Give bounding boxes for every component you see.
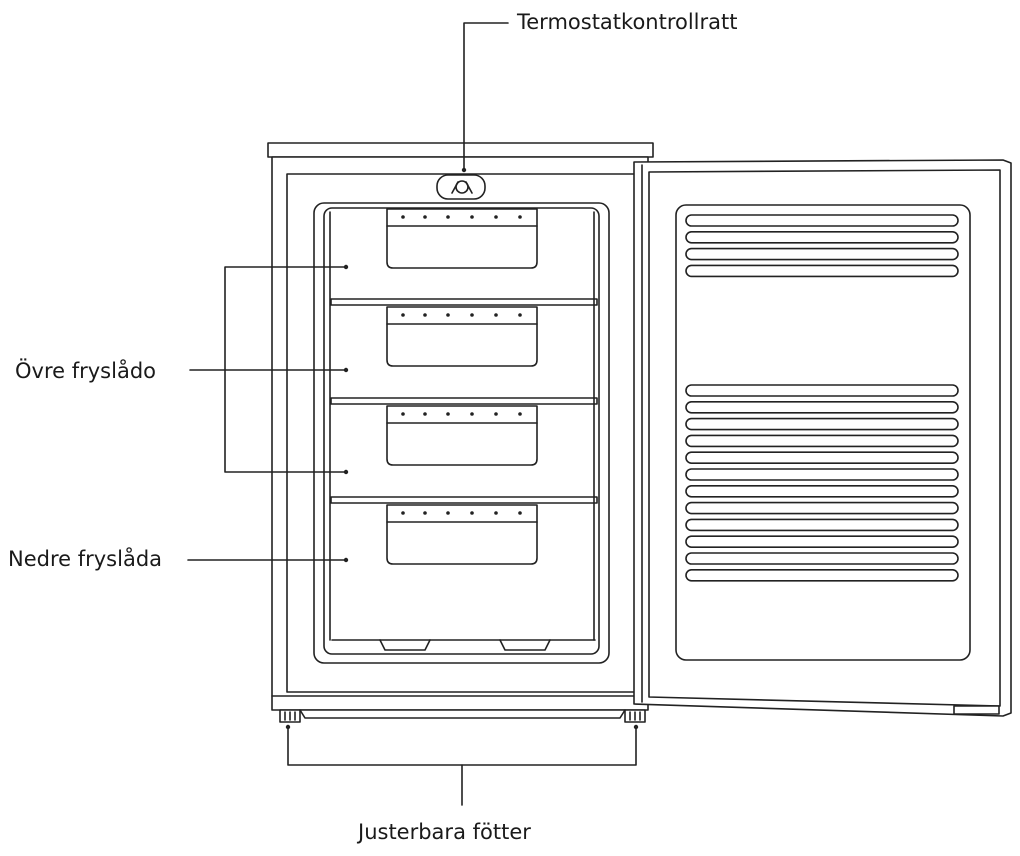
coil-tube-bottom-9 xyxy=(685,518,959,532)
coil-tube-bottom-8 xyxy=(685,501,959,515)
label-lower-freezer-drawer: Nedre fryslåda xyxy=(8,547,163,571)
upper-drawer-2 xyxy=(386,306,538,367)
callout-feet xyxy=(285,724,639,806)
coil-tube-top-2 xyxy=(685,231,959,244)
coil-tube-bottom-12 xyxy=(685,568,959,582)
label-upper-freezer-drawer: Övre fryslådo xyxy=(15,359,157,383)
callout-upper-drawers xyxy=(189,264,349,475)
label-thermostat-dial: Termostatkontrollratt xyxy=(517,10,738,34)
upper-drawer-1 xyxy=(386,208,538,269)
coil-tube-bottom-4 xyxy=(685,434,959,448)
drawer-shelves xyxy=(330,298,598,504)
coil-tube-bottom-2 xyxy=(685,400,959,414)
coil-tube-top-3 xyxy=(685,247,959,261)
side-rails xyxy=(329,211,595,641)
kick-plate xyxy=(299,709,626,719)
thermostat-knob-icon xyxy=(436,174,486,200)
coil-tube-bottom-1 xyxy=(685,384,959,397)
cabinet-top xyxy=(267,142,654,158)
door-evaporator-coils xyxy=(685,214,959,582)
open-door xyxy=(633,159,1012,717)
callout-lower-drawer xyxy=(187,557,349,563)
left-foot-icon xyxy=(279,709,301,723)
inner-compartment-liner xyxy=(323,207,600,655)
coil-tube-top-4 xyxy=(685,264,959,278)
coil-tube-bottom-11 xyxy=(685,552,959,565)
upper-drawer-3 xyxy=(386,405,538,466)
label-adjustable-feet: Justerbara fötter xyxy=(358,820,531,844)
coil-tube-bottom-3 xyxy=(685,417,959,431)
right-foot-icon xyxy=(624,709,646,723)
coil-tube-bottom-10 xyxy=(685,535,959,549)
coil-tube-bottom-7 xyxy=(685,484,959,498)
coil-tube-top-1 xyxy=(685,214,959,227)
coil-tube-bottom-5 xyxy=(685,451,959,465)
coil-tube-bottom-6 xyxy=(685,468,959,481)
lower-drawer xyxy=(331,504,596,651)
callout-thermostat xyxy=(461,22,509,173)
door-liner xyxy=(675,204,971,661)
